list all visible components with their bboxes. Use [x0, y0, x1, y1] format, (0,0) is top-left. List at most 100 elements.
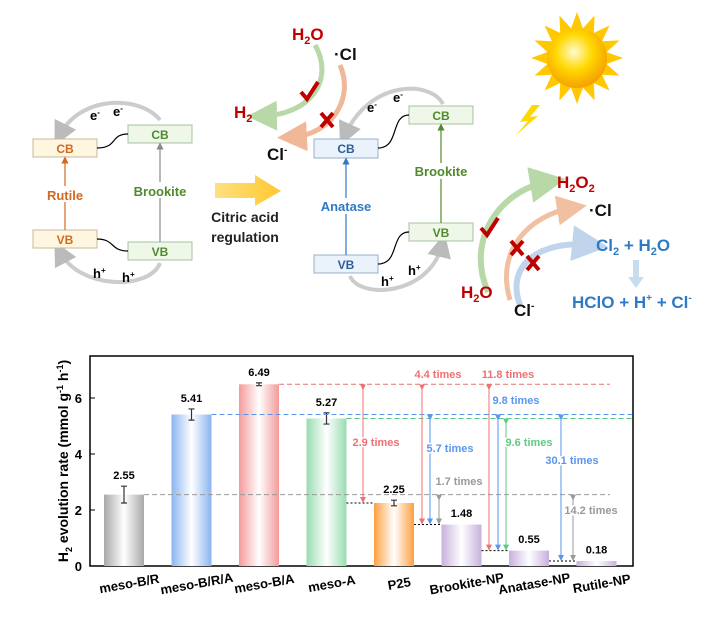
x-tick-label: meso-B/R: [98, 571, 161, 596]
value-label: 0.18: [586, 544, 607, 556]
h2-label: H2: [234, 103, 252, 125]
h2o-label: H2O: [292, 25, 324, 47]
hole-label: h+: [122, 270, 135, 285]
y-tick-label: 6: [75, 391, 82, 406]
bar-Anatase-NP: [509, 550, 549, 566]
anatase-vb-label: VB: [338, 258, 355, 272]
electron-label: e-: [367, 100, 377, 115]
comparison-label: 14.2 times: [564, 505, 617, 517]
sun-ray: [571, 87, 583, 104]
hole-label: h+: [93, 266, 106, 281]
sun-ray: [582, 15, 595, 34]
brookite-cb-label: CB: [151, 128, 169, 142]
cross-icon: [319, 111, 335, 129]
sun-ray: [531, 52, 548, 64]
bar-P25: [374, 503, 414, 566]
comparison-label: 1.7 times: [435, 476, 482, 488]
y-axis-label: H2 evolution rate (mmol g-1 h-1): [55, 360, 74, 562]
hclo-label: HClO + H+ + Cl-: [572, 293, 692, 312]
rutile-vb-label: VB: [57, 233, 74, 247]
brookite-vb-label: VB: [152, 245, 169, 259]
cross-icon: [525, 254, 541, 272]
bar-meso-B/A: [239, 384, 279, 566]
electron-label: e-: [90, 108, 100, 123]
error-bar: [391, 499, 397, 507]
left-scheme: CB CB VB VB Rutile Brookite e- e- h+ h+: [32, 100, 193, 285]
cl2-h2o-label: Cl2 + H2O: [596, 236, 670, 258]
y-tick-label: 0: [75, 559, 82, 574]
hole-label: h+: [408, 263, 421, 278]
value-label: 2.25: [383, 484, 404, 496]
cl-ion-label: Cl-: [514, 301, 534, 320]
x-tick-label: P25: [387, 574, 412, 593]
electron-label: e-: [113, 104, 123, 119]
x-tick-label: Anatase-NP: [497, 570, 572, 597]
bar-Brookite-NP: [441, 524, 482, 566]
comparison-label: 11.8 times: [482, 369, 535, 381]
rutile-label: Rutile: [47, 188, 83, 203]
h2o-label: H2O: [461, 283, 493, 305]
sun-ray: [601, 40, 620, 53]
h2o2-label: H2O2: [557, 173, 595, 195]
check-icon: [299, 80, 320, 103]
comparison-label: 5.7 times: [426, 443, 473, 455]
down-arrow-icon: [628, 260, 644, 288]
bar-chart: H2 evolution rate (mmol g-1 h-1) 02462.5…: [55, 355, 634, 598]
brookite-vb-label: VB: [433, 226, 450, 240]
sun-ray: [593, 25, 610, 42]
error-bar: [188, 408, 195, 421]
value-label: 0.55: [518, 534, 539, 546]
cl-ion-label: Cl-: [267, 145, 287, 164]
comparison-label: 4.4 times: [414, 369, 461, 381]
oxidation-reactions: H2O2 ·Cl Cl2 + H2O HClO + H+ + Cl- H2O C…: [461, 167, 692, 320]
anatase-label: Anatase: [321, 199, 372, 214]
error-bar: [256, 382, 262, 387]
sun-ray: [544, 74, 561, 91]
comparison-label: 30.1 times: [545, 455, 598, 467]
value-label: 5.41: [181, 393, 202, 405]
error-bar: [121, 485, 127, 504]
cross-icon: [509, 239, 525, 257]
lightning-icon: [516, 105, 540, 135]
cl-radical-label: ·Cl: [334, 45, 357, 64]
value-label: 1.48: [451, 508, 472, 520]
comparison-label: 2.9 times: [352, 437, 399, 449]
sun-ray: [534, 63, 553, 76]
hole-label: h+: [381, 274, 394, 289]
brookite-cb-label: CB: [432, 109, 450, 123]
x-tick-label: meso-B/A: [233, 571, 296, 596]
sun-ray: [534, 40, 553, 53]
hole-transfer-arrow: [54, 241, 162, 284]
sun-ray: [559, 15, 572, 34]
rutile-cb-label: CB: [56, 142, 74, 156]
y-tick-label: 2: [75, 503, 82, 518]
check-icon: [479, 216, 500, 239]
bar-meso-B/R/A: [171, 414, 212, 566]
x-tick-label: Rutile-NP: [572, 571, 633, 596]
electron-transfer-arrow: [54, 100, 162, 146]
sun-ray: [559, 82, 572, 101]
comparison-label: 9.8 times: [492, 395, 539, 407]
sun-ray: [571, 12, 583, 29]
electron-label: e-: [393, 90, 403, 105]
sun-ray: [601, 63, 620, 76]
value-label: 5.27: [316, 397, 337, 409]
plot-frame: [89, 355, 634, 567]
regulation-arrow-icon: [215, 175, 281, 206]
brookite-label: Brookite: [134, 184, 187, 199]
x-tick-label: meso-B/R/A: [159, 570, 235, 598]
process-label-line1: Citric acid: [211, 209, 279, 225]
sun-icon: [531, 12, 623, 104]
comparison-label: 9.6 times: [505, 437, 552, 449]
sun-ray: [582, 82, 595, 101]
anatase-cb-label: CB: [337, 142, 355, 156]
value-label: 2.55: [113, 470, 134, 482]
bar-Rutile-NP: [576, 560, 617, 566]
cl-radical-label: ·Cl: [589, 201, 612, 220]
bar-meso-B/R: [104, 494, 144, 566]
value-label: 6.49: [248, 367, 269, 379]
process-label-line2: regulation: [211, 229, 279, 245]
bar-meso-A: [306, 418, 347, 566]
